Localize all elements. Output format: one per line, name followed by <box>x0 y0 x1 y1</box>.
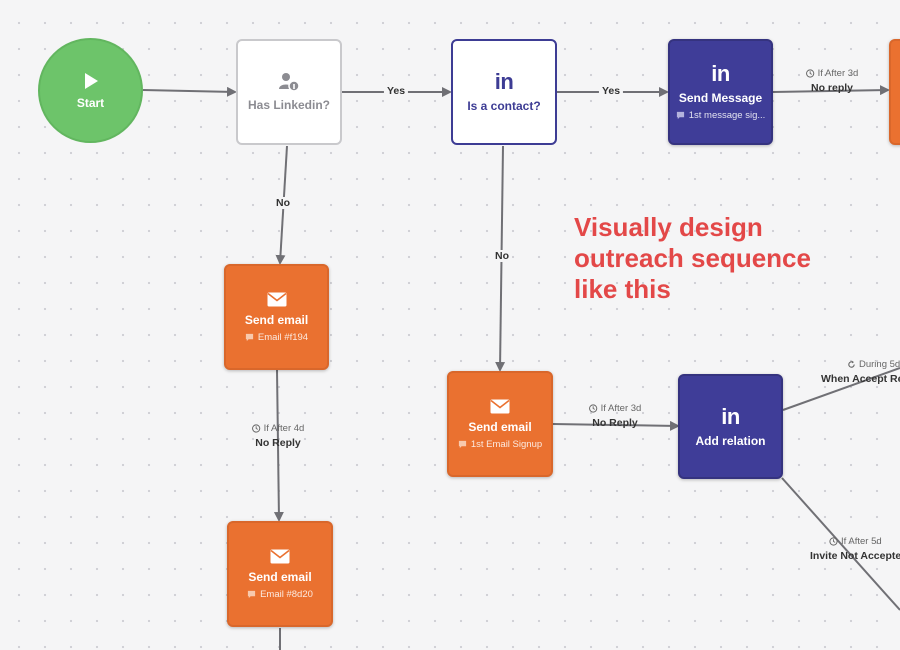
send-email-2-template: 1st Email Signup <box>470 438 543 450</box>
comment-icon <box>676 111 684 120</box>
envelope-icon <box>267 292 286 306</box>
has-linkedin-node[interactable]: Has Linkedin? <box>236 39 342 145</box>
edge-message-next <box>772 85 890 96</box>
has-linkedin-label: Has Linkedin? <box>247 98 330 112</box>
edge-cond-what: No Reply <box>255 437 301 449</box>
edge-cond-relation-accept: During 5d When Accept Re <box>821 359 900 385</box>
clock-icon <box>589 404 598 413</box>
play-icon <box>84 72 98 89</box>
edge-cond-what: Invite Not Accepte <box>810 550 900 562</box>
send-message-sub: 1st message sig... <box>676 110 766 121</box>
send-email-3-sub: Email #8d20 <box>247 589 313 600</box>
send-email-1-node[interactable]: Send email Email #f194 <box>224 264 329 370</box>
start-label: Start <box>76 95 105 110</box>
edge-label-linkedin-no: No <box>273 197 293 209</box>
send-email-2-label: Send email <box>468 419 532 434</box>
edge-start-to-linkedin <box>142 86 237 97</box>
edge-relation-accept <box>782 367 900 411</box>
edge-cond-when: If After 3d <box>817 68 859 79</box>
send-email-1-label: Send email <box>244 312 309 327</box>
edge-cond-email2-next: If After 3d No Reply <box>589 403 642 429</box>
edge-cond-when: If After 5d <box>841 536 882 547</box>
edge-cond-when: If After 3d <box>600 403 642 414</box>
linkedin-icon: in <box>494 69 514 94</box>
edge-label-linkedin-yes: Yes <box>383 85 409 97</box>
send-email-1-sub: Email #f194 <box>245 332 308 343</box>
clock-icon <box>806 69 815 78</box>
linkedin-icon: in <box>711 61 730 86</box>
send-email-2-node[interactable]: Send email 1st Email Signup <box>447 371 553 477</box>
edge-relation-not-accepted <box>781 477 900 611</box>
clock-icon <box>829 537 838 546</box>
clock-icon <box>252 424 261 433</box>
send-message-template: 1st message sig... <box>688 110 766 121</box>
headline-line-3: like this <box>574 274 671 304</box>
edge-cond-email1-next: If After 4d No Reply <box>252 423 305 449</box>
next-step-node[interactable] <box>889 39 900 145</box>
send-email-3-node[interactable]: Send email Email #8d20 <box>227 521 333 627</box>
edge-label-contact-yes: Yes <box>598 85 624 97</box>
envelope-icon <box>490 399 510 413</box>
add-relation-label: Add relation <box>695 433 766 448</box>
edge-cond-what: No Reply <box>592 417 638 429</box>
refresh-icon <box>848 360 855 368</box>
envelope-icon <box>270 549 290 563</box>
promo-headline: Visually design outreach sequence like t… <box>574 212 874 305</box>
user-linkedin-icon <box>279 73 300 92</box>
edge-cond-what: No reply <box>810 82 854 94</box>
send-email-2-sub: 1st Email Signup <box>458 439 542 450</box>
edge-cond-when: If After 4d <box>263 423 305 434</box>
comment-icon <box>247 590 256 598</box>
headline-line-1: Visually design <box>574 212 763 242</box>
headline-line-2: outreach sequence <box>574 243 811 273</box>
edge-cond-when: During 5d <box>859 359 900 370</box>
is-contact-node[interactable]: in Is a contact? <box>451 39 557 145</box>
start-node[interactable]: Start <box>38 38 143 143</box>
linkedin-icon: in <box>721 403 740 429</box>
send-message-label: Send Message <box>678 91 763 105</box>
edge-cond-what: When Accept Re <box>821 373 900 385</box>
edge-email2-next <box>552 420 680 431</box>
edge-label-contact-no: No <box>492 250 512 262</box>
comment-icon <box>245 333 254 341</box>
edge-cond-relation-not-accepted: If After 5d Invite Not Accepte <box>810 536 900 562</box>
add-relation-node[interactable]: in Add relation <box>678 374 783 479</box>
send-message-node[interactable]: in Send Message 1st message sig... <box>668 39 773 145</box>
send-email-3-template: Email #8d20 <box>260 588 313 600</box>
comment-icon <box>458 440 466 448</box>
send-email-1-template: Email #f194 <box>257 331 309 343</box>
edge-email1-next <box>273 369 284 522</box>
is-contact-label: Is a contact? <box>467 99 541 113</box>
edge-cond-message-next: If After 3d No reply <box>806 68 859 94</box>
send-email-3-label: Send email <box>248 569 312 584</box>
